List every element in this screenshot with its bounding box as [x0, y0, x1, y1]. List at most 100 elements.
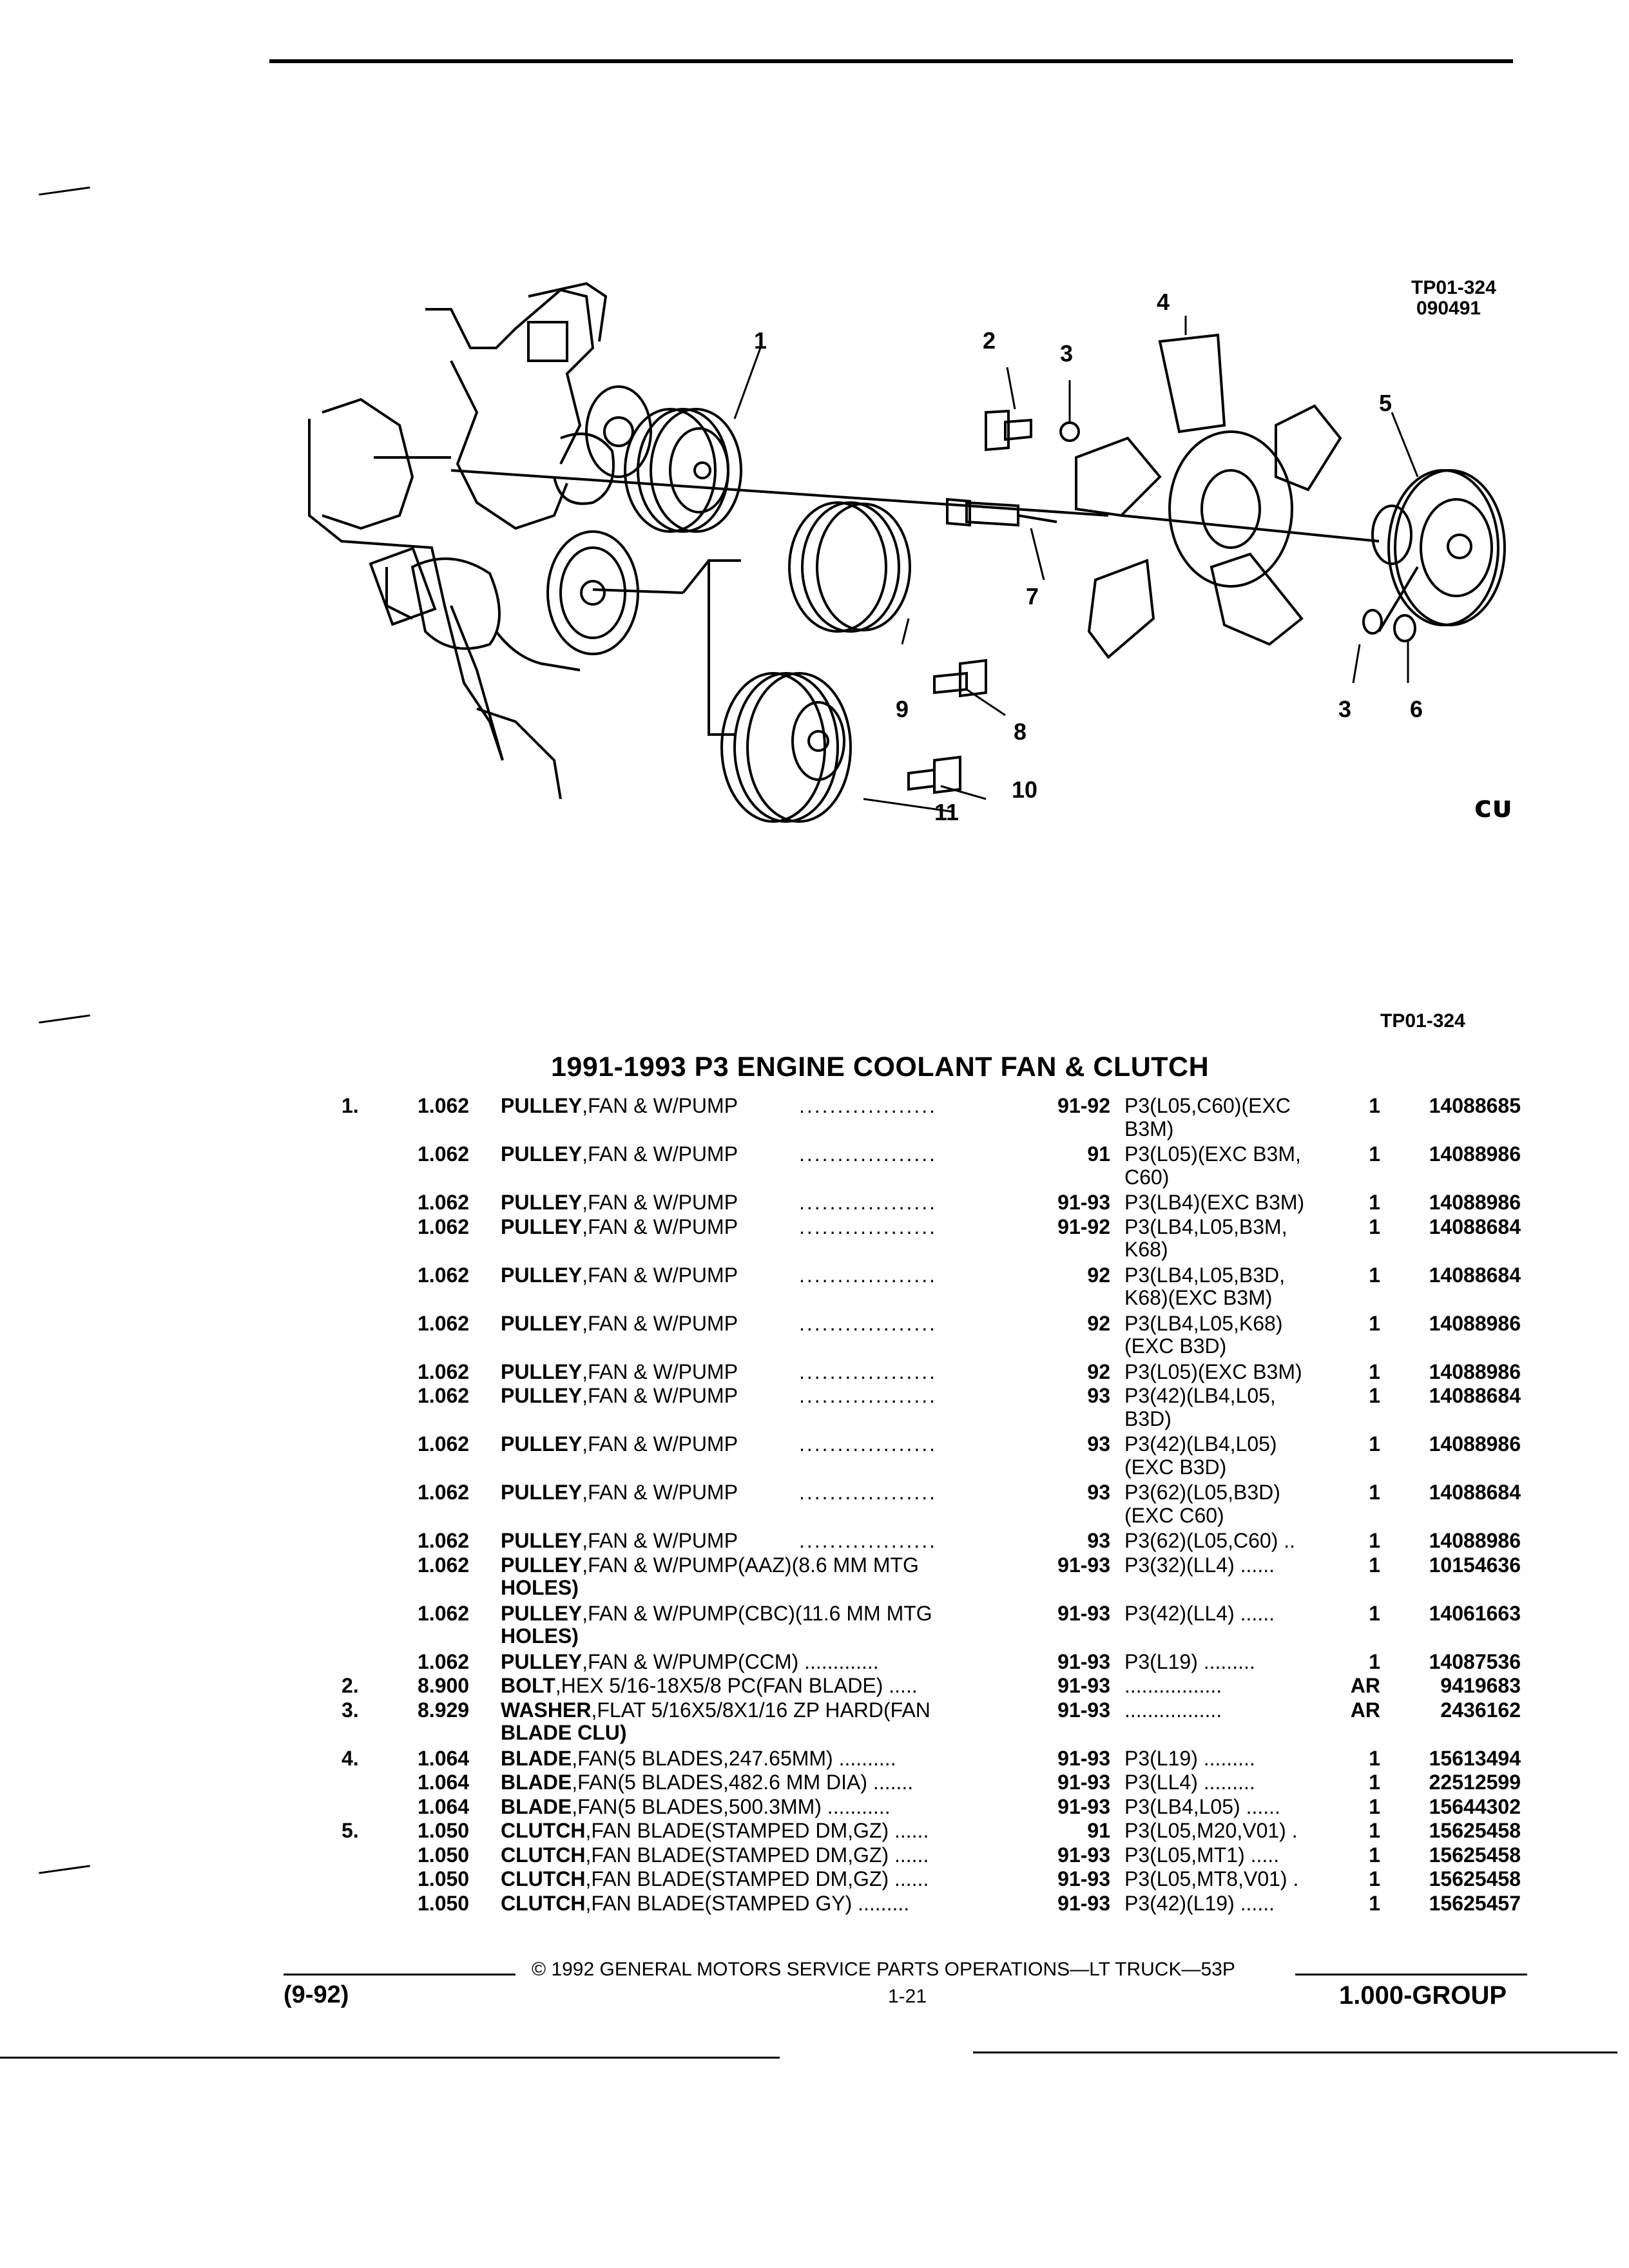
part-name: PULLEY [501, 1553, 583, 1577]
leader-dots: .................. [799, 1481, 938, 1504]
model-years: 91-93 [1057, 1698, 1110, 1722]
part-detail: ,FAN BLADE(STAMPED GY) ......... [585, 1892, 910, 1915]
part-description: CLUTCH,FAN BLADE(STAMPED GY) ......... [501, 1891, 909, 1916]
callout-3b: 3 [1338, 696, 1352, 722]
model-years: 91-93 [1057, 1650, 1110, 1673]
model-usage: P3(L05,MT1) ..... [1124, 1843, 1280, 1867]
part-description-cont: HOLES) [501, 1576, 579, 1599]
model-years: 91-93 [1057, 1674, 1110, 1697]
part-detail: ,FAN & W/PUMP [582, 1215, 738, 1238]
part-name: BLADE [501, 1747, 572, 1770]
quantity: AR [1350, 1674, 1380, 1697]
quantity: 1 [1369, 1360, 1380, 1383]
part-name: PULLEY [501, 1360, 583, 1383]
group-number: 1.062 [418, 1650, 470, 1673]
part-description: PULLEY,FAN & W/PUMP [501, 1263, 738, 1287]
part-description: PULLEY,FAN & W/PUMP(AAZ)(8.6 MM MTG [501, 1553, 919, 1577]
quantity: AR [1350, 1698, 1380, 1722]
leader-dots: .................. [799, 1432, 938, 1456]
model-years: 91 [1087, 1819, 1110, 1842]
group-number: 1.062 [418, 1191, 470, 1214]
callout-10: 10 [1012, 776, 1038, 803]
table-row-continuation: BLADE CLU) [0, 1720, 1629, 1745]
model-years: 92 [1087, 1360, 1110, 1383]
part-name: PULLEY [501, 1602, 583, 1625]
part-name: BLADE [501, 1771, 572, 1794]
model-usage-cont: K68)(EXC B3M) [1124, 1286, 1273, 1309]
quantity: 1 [1369, 1602, 1380, 1625]
footer-copyright: © 1992 GENERAL MOTORS SERVICE PARTS OPER… [532, 1959, 1235, 1980]
model-years: 91-92 [1057, 1094, 1110, 1117]
quantity: 1 [1369, 1843, 1380, 1867]
group-number: 1.062 [418, 1432, 470, 1456]
model-years: 93 [1087, 1481, 1110, 1504]
quantity: 1 [1369, 1771, 1380, 1794]
part-detail: ,FAN BLADE(STAMPED DM,GZ) ...... [585, 1867, 929, 1890]
model-usage: P3(LB4,L05,B3M, [1124, 1215, 1287, 1238]
model-usage-cont: K68) [1124, 1238, 1168, 1261]
group-number: 1.062 [418, 1529, 470, 1552]
part-number: 14088685 [1429, 1094, 1521, 1117]
part-description: BLADE,FAN(5 BLADES,482.6 MM DIA) ....... [501, 1770, 913, 1794]
quantity: 1 [1369, 1867, 1380, 1890]
part-detail: ,FAN(5 BLADES,482.6 MM DIA) ....... [572, 1771, 914, 1794]
footer-rule-right [1295, 1974, 1527, 1975]
part-name: PULLEY [501, 1264, 583, 1287]
group-number: 1.062 [418, 1094, 470, 1117]
group-number: 8.929 [418, 1698, 470, 1722]
leader-lines [733, 316, 1419, 813]
part-description-cont: BLADE CLU) [501, 1721, 627, 1744]
part-name: PULLEY [501, 1384, 583, 1407]
quantity: 1 [1369, 1747, 1380, 1770]
part-number: 14088684 [1429, 1481, 1521, 1504]
publisher-logo-text: ᴄᴜ [1474, 789, 1511, 824]
model-usage: P3(LB4,L05,B3D, [1124, 1264, 1286, 1287]
model-years: 93 [1087, 1432, 1110, 1456]
bottom-rule-right [973, 2052, 1617, 2053]
group-number: 1.062 [418, 1215, 470, 1238]
model-years: 91-93 [1057, 1602, 1110, 1625]
part-detail: ,FAN & W/PUMP [582, 1360, 738, 1383]
part-number: 14061663 [1429, 1602, 1521, 1625]
part-description: PULLEY,FAN & W/PUMP [501, 1360, 738, 1384]
model-years: 93 [1087, 1529, 1110, 1552]
part-detail: ,FAN & W/PUMP(CCM) ............. [582, 1650, 879, 1673]
quantity: 1 [1369, 1094, 1380, 1117]
part-number: 9419683 [1440, 1674, 1521, 1697]
model-usage-cont: B3D) [1124, 1407, 1171, 1430]
figure-date: 090491 [1416, 298, 1481, 319]
part-detail: ,FAN & W/PUMP [582, 1432, 738, 1456]
pulley-part-9 [788, 501, 911, 633]
part-detail: ,FAN(5 BLADES,247.65MM) .......... [572, 1747, 896, 1770]
model-years: 91-93 [1057, 1843, 1110, 1867]
part-detail: ,FAN & W/PUMP [582, 1312, 738, 1335]
part-name: CLUTCH [501, 1892, 586, 1915]
group-number: 1.050 [418, 1843, 470, 1867]
quantity: 1 [1369, 1892, 1380, 1915]
quantity: 1 [1369, 1312, 1380, 1335]
part-description: PULLEY,FAN & W/PUMP [501, 1215, 738, 1239]
group-number: 1.050 [418, 1892, 470, 1915]
group-number: 1.062 [418, 1142, 470, 1166]
quantity: 1 [1369, 1650, 1380, 1673]
table-row-continuation: HOLES) [0, 1575, 1629, 1600]
leader-dots: .................. [799, 1191, 938, 1214]
group-number: 1.062 [418, 1384, 470, 1407]
model-usage: ................. [1124, 1674, 1222, 1697]
table-title: 1991-1993 P3 ENGINE COOLANT FAN & CLUTCH [551, 1052, 1210, 1082]
part-description: PULLEY,FAN & W/PUMP [501, 1190, 738, 1215]
part-detail: ,FAN & W/PUMP(CBC)(11.6 MM MTG [582, 1602, 932, 1625]
part-number: 14088684 [1429, 1264, 1521, 1287]
part-name: CLUTCH [501, 1819, 586, 1842]
part-description: BOLT,HEX 5/16-18X5/8 PC(FAN BLADE) ..... [501, 1673, 918, 1698]
part-detail: ,FAN & W/PUMP [582, 1384, 738, 1407]
part-name: PULLEY [501, 1142, 583, 1166]
part-number: 2436162 [1440, 1698, 1521, 1722]
